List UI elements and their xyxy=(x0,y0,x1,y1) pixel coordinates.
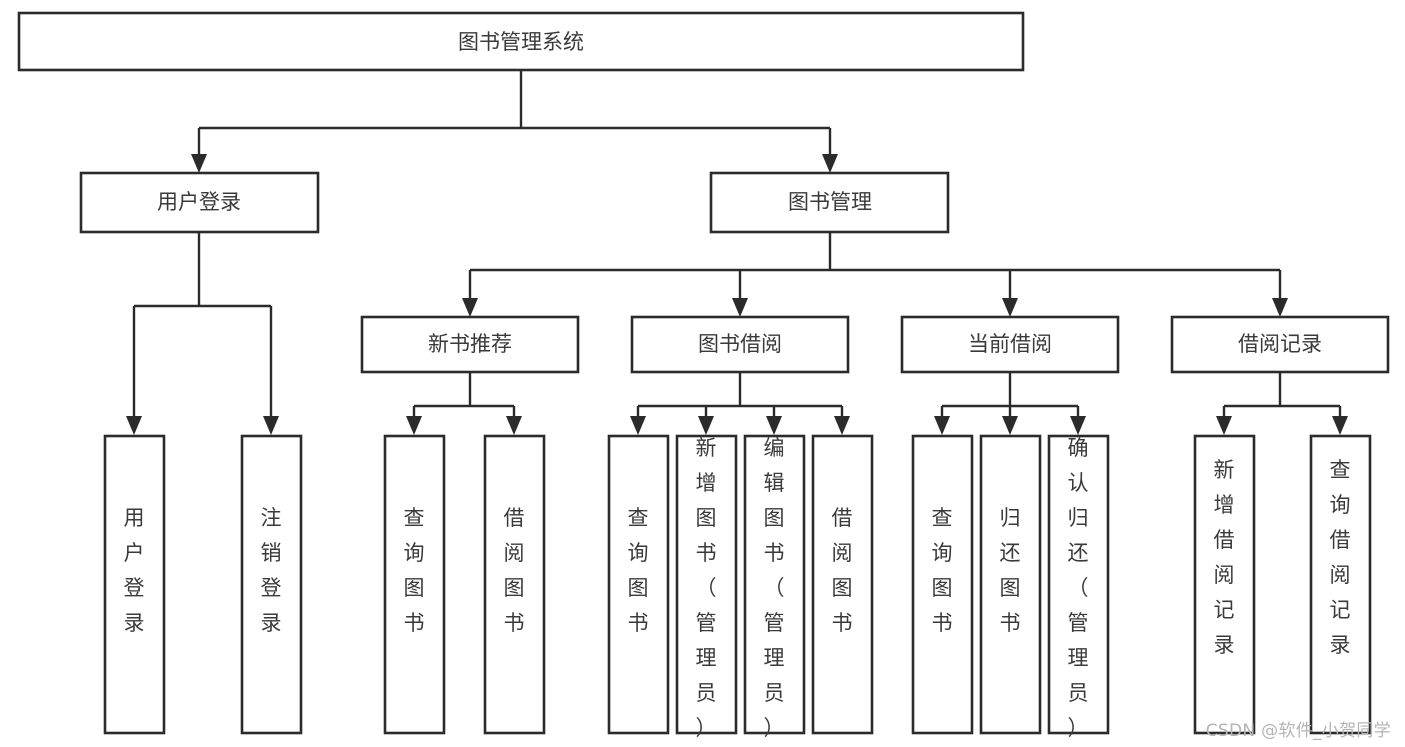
leaf-node-7-label: 编辑图书（管理员） xyxy=(764,436,785,740)
arrowhead-borrow xyxy=(732,298,748,317)
leaf-node-6-box[interactable] xyxy=(675,434,738,735)
node-current-label: 当前借阅 xyxy=(968,332,1052,356)
node-login-label: 用户登录 xyxy=(157,190,241,214)
leaf-node-12-box[interactable] xyxy=(1193,434,1256,735)
csdn-watermark: CSDN @软件_小贺同学 xyxy=(1205,721,1391,741)
node-newbook-label: 新书推荐 xyxy=(428,332,512,356)
leaf-node-13-box[interactable] xyxy=(1309,434,1372,735)
node-root-label: 图书管理系统 xyxy=(458,30,584,54)
connector-group-login xyxy=(126,232,279,435)
leaf-node-7-box[interactable] xyxy=(743,434,806,735)
connector-group-bookmgmt xyxy=(462,232,1288,317)
leaf-node-11-label: 确认归还（管理员） xyxy=(1068,436,1089,740)
arrowhead-leaf-2 xyxy=(263,416,279,435)
leaf-node-9[interactable]: 查询图书 xyxy=(911,434,974,735)
node-root[interactable]: 图书管理系统 xyxy=(17,11,1025,72)
node-borrow-box[interactable] xyxy=(630,315,850,374)
leaf-node-5[interactable]: 查询图书 xyxy=(607,434,670,735)
arrowhead-bookmgmt xyxy=(822,154,838,173)
arrowhead-newbook xyxy=(462,298,478,317)
leaf-node-4-label: 借阅图书 xyxy=(504,506,525,635)
connector-group-current xyxy=(934,372,1086,435)
node-bookmgmt[interactable]: 图书管理 xyxy=(709,171,950,234)
arrowhead-leaf-10 xyxy=(1002,416,1018,435)
arrowhead-leaf-11 xyxy=(1070,416,1086,435)
arrowhead-login xyxy=(191,154,207,173)
arrowhead-current xyxy=(1002,298,1018,317)
arrowhead-leaf-13 xyxy=(1332,416,1348,435)
node-bookmgmt-box[interactable] xyxy=(709,171,950,234)
node-current[interactable]: 当前借阅 xyxy=(900,315,1120,374)
leaf-node-1-label: 用户登录 xyxy=(124,506,145,635)
leaf-node-6-label: 新增图书（管理员） xyxy=(696,436,717,740)
node-login-box[interactable] xyxy=(79,171,320,234)
leaf-node-3[interactable]: 查询图书 xyxy=(383,434,446,735)
node-newbook[interactable]: 新书推荐 xyxy=(360,315,580,374)
leaf-node-2[interactable]: 注销登录 xyxy=(240,434,303,735)
arrowhead-records xyxy=(1272,298,1288,317)
leaf-node-3-box[interactable] xyxy=(383,434,446,735)
leaf-node-13[interactable]: 查询借阅记录 xyxy=(1309,434,1372,735)
leaf-node-9-label: 查询图书 xyxy=(932,506,953,635)
node-records[interactable]: 借阅记录 xyxy=(1170,315,1390,374)
leaf-node-1[interactable]: 用户登录 xyxy=(103,434,166,735)
leaf-node-4[interactable]: 借阅图书 xyxy=(483,434,546,735)
leaf-node-9-box[interactable] xyxy=(911,434,974,735)
leaf-node-11[interactable]: 确认归还（管理员） xyxy=(1047,434,1110,740)
leaf-node-10[interactable]: 归还图书 xyxy=(979,434,1042,735)
arrowhead-leaf-6 xyxy=(698,416,714,435)
node-root-box[interactable] xyxy=(17,11,1025,72)
leaf-node-13-label: 查询借阅记录 xyxy=(1330,458,1351,657)
arrowhead-leaf-4 xyxy=(506,416,522,435)
arrowhead-leaf-3 xyxy=(406,416,422,435)
arrowhead-leaf-9 xyxy=(934,416,950,435)
arrowhead-leaf-1 xyxy=(126,416,142,435)
arrowhead-leaf-5 xyxy=(630,416,646,435)
leaf-node-2-label: 注销登录 xyxy=(261,506,282,635)
node-records-label: 借阅记录 xyxy=(1238,332,1322,356)
node-records-box[interactable] xyxy=(1170,315,1390,374)
node-login[interactable]: 用户登录 xyxy=(79,171,320,234)
leaf-node-8-box[interactable] xyxy=(811,434,874,735)
leaf-node-7[interactable]: 编辑图书（管理员） xyxy=(743,434,806,740)
leaf-node-10-box[interactable] xyxy=(979,434,1042,735)
connector-group-borrow xyxy=(630,372,850,435)
connector-group-root xyxy=(191,70,838,173)
node-newbook-box[interactable] xyxy=(360,315,580,374)
connector-group-records xyxy=(1216,372,1348,435)
leaf-node-12-label: 新增借阅记录 xyxy=(1214,458,1235,657)
leaf-node-12[interactable]: 新增借阅记录 xyxy=(1193,434,1256,735)
node-borrow-label: 图书借阅 xyxy=(698,332,782,356)
node-bookmgmt-label: 图书管理 xyxy=(788,190,872,214)
arrowhead-leaf-8 xyxy=(834,416,850,435)
leaf-node-3-label: 查询图书 xyxy=(404,506,425,635)
leaf-node-4-box[interactable] xyxy=(483,434,546,735)
leaf-node-11-box[interactable] xyxy=(1047,434,1110,735)
arrowhead-leaf-12 xyxy=(1216,416,1232,435)
leaf-node-5-label: 查询图书 xyxy=(628,506,649,635)
leaf-node-10-label: 归还图书 xyxy=(1000,506,1021,635)
connector-group-newbook xyxy=(406,372,522,435)
node-current-box[interactable] xyxy=(900,315,1120,374)
node-borrow[interactable]: 图书借阅 xyxy=(630,315,850,374)
leaf-node-6[interactable]: 新增图书（管理员） xyxy=(675,434,738,740)
leaf-node-5-box[interactable] xyxy=(607,434,670,735)
arrowhead-leaf-7 xyxy=(766,416,782,435)
leaf-node-8-label: 借阅图书 xyxy=(832,506,853,635)
leaf-node-1-box[interactable] xyxy=(103,434,166,735)
leaf-node-8[interactable]: 借阅图书 xyxy=(811,434,874,735)
leaf-node-2-box[interactable] xyxy=(240,434,303,735)
